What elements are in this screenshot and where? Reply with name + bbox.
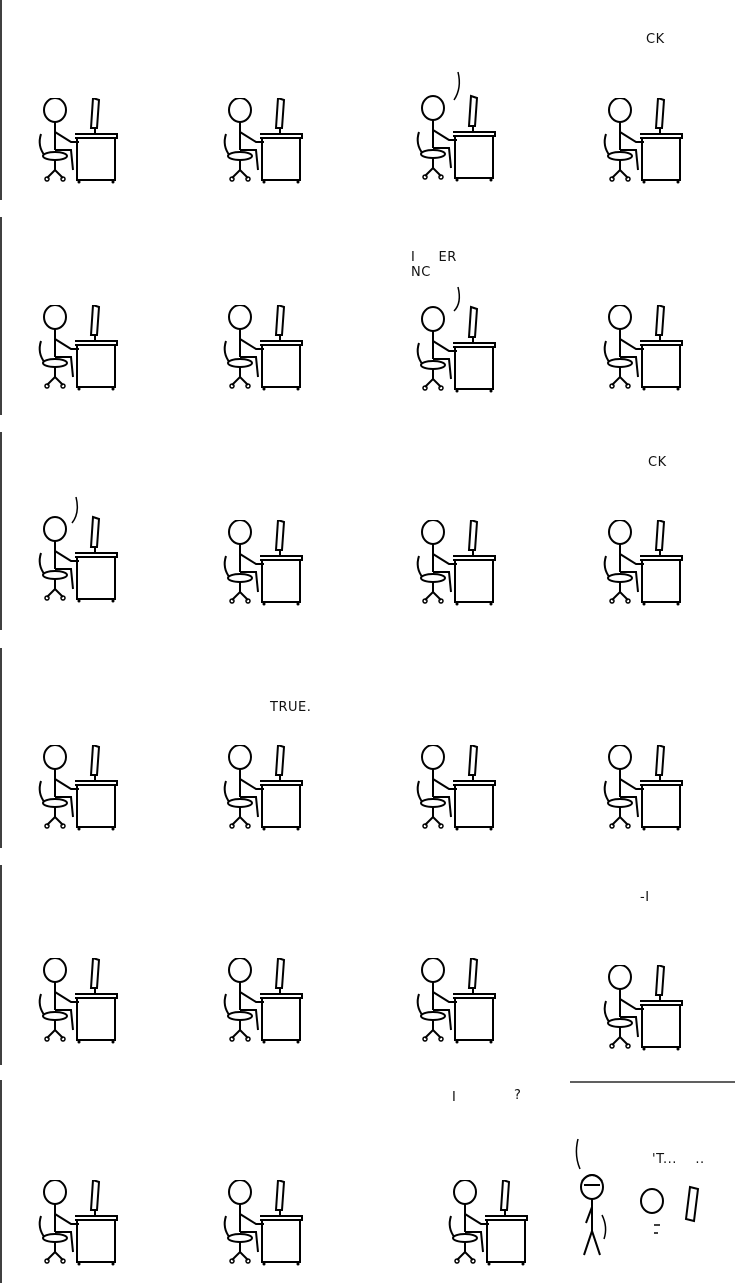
caption-r5c4: -I: [640, 890, 650, 905]
panel-r2c1: [30, 305, 150, 400]
caption-r4c2: TRUE.: [270, 700, 312, 715]
panel-r4c4: [595, 745, 715, 840]
caption-final-speech: 'T... ..: [652, 1152, 705, 1167]
panel-r1c4: [595, 98, 715, 193]
panel-r3c3: [408, 520, 528, 615]
panel-r5c2: [215, 958, 335, 1053]
standing-figure: [580, 1174, 607, 1256]
panel-r1c2: [215, 98, 335, 193]
panel-r3c4: [595, 520, 715, 615]
panel-r2c3: [408, 286, 528, 400]
caption-r2c3-line1: I ER: [411, 250, 457, 265]
panel-r6c2: [215, 1180, 335, 1275]
panel-final: [575, 1138, 700, 1256]
panel-r1c1: [30, 98, 150, 193]
panel-r1c3: [408, 71, 528, 190]
panel-r4c2: [215, 745, 335, 840]
caption-r6c3-b: ?: [514, 1088, 522, 1103]
caption-r6c3-a: I: [452, 1090, 457, 1105]
panel-r5c1: [30, 958, 150, 1053]
panel-r2c4: [595, 305, 715, 400]
caption-r3c4: CK: [648, 455, 667, 470]
panel-r5c4: [595, 965, 715, 1060]
panel-r5c3: [408, 958, 528, 1053]
panel-r3c2: [215, 520, 335, 615]
panel-r6c3: [440, 1180, 560, 1275]
panel-r4c3: [408, 745, 528, 840]
panel-r4c1: [30, 745, 150, 840]
caption-r1c4: CK: [646, 32, 665, 47]
panel-r2c2: [215, 305, 335, 400]
caption-r2c3-line2: NC: [411, 265, 431, 280]
panel-r3c1: [30, 496, 150, 610]
panel-r6c1: [30, 1180, 150, 1275]
